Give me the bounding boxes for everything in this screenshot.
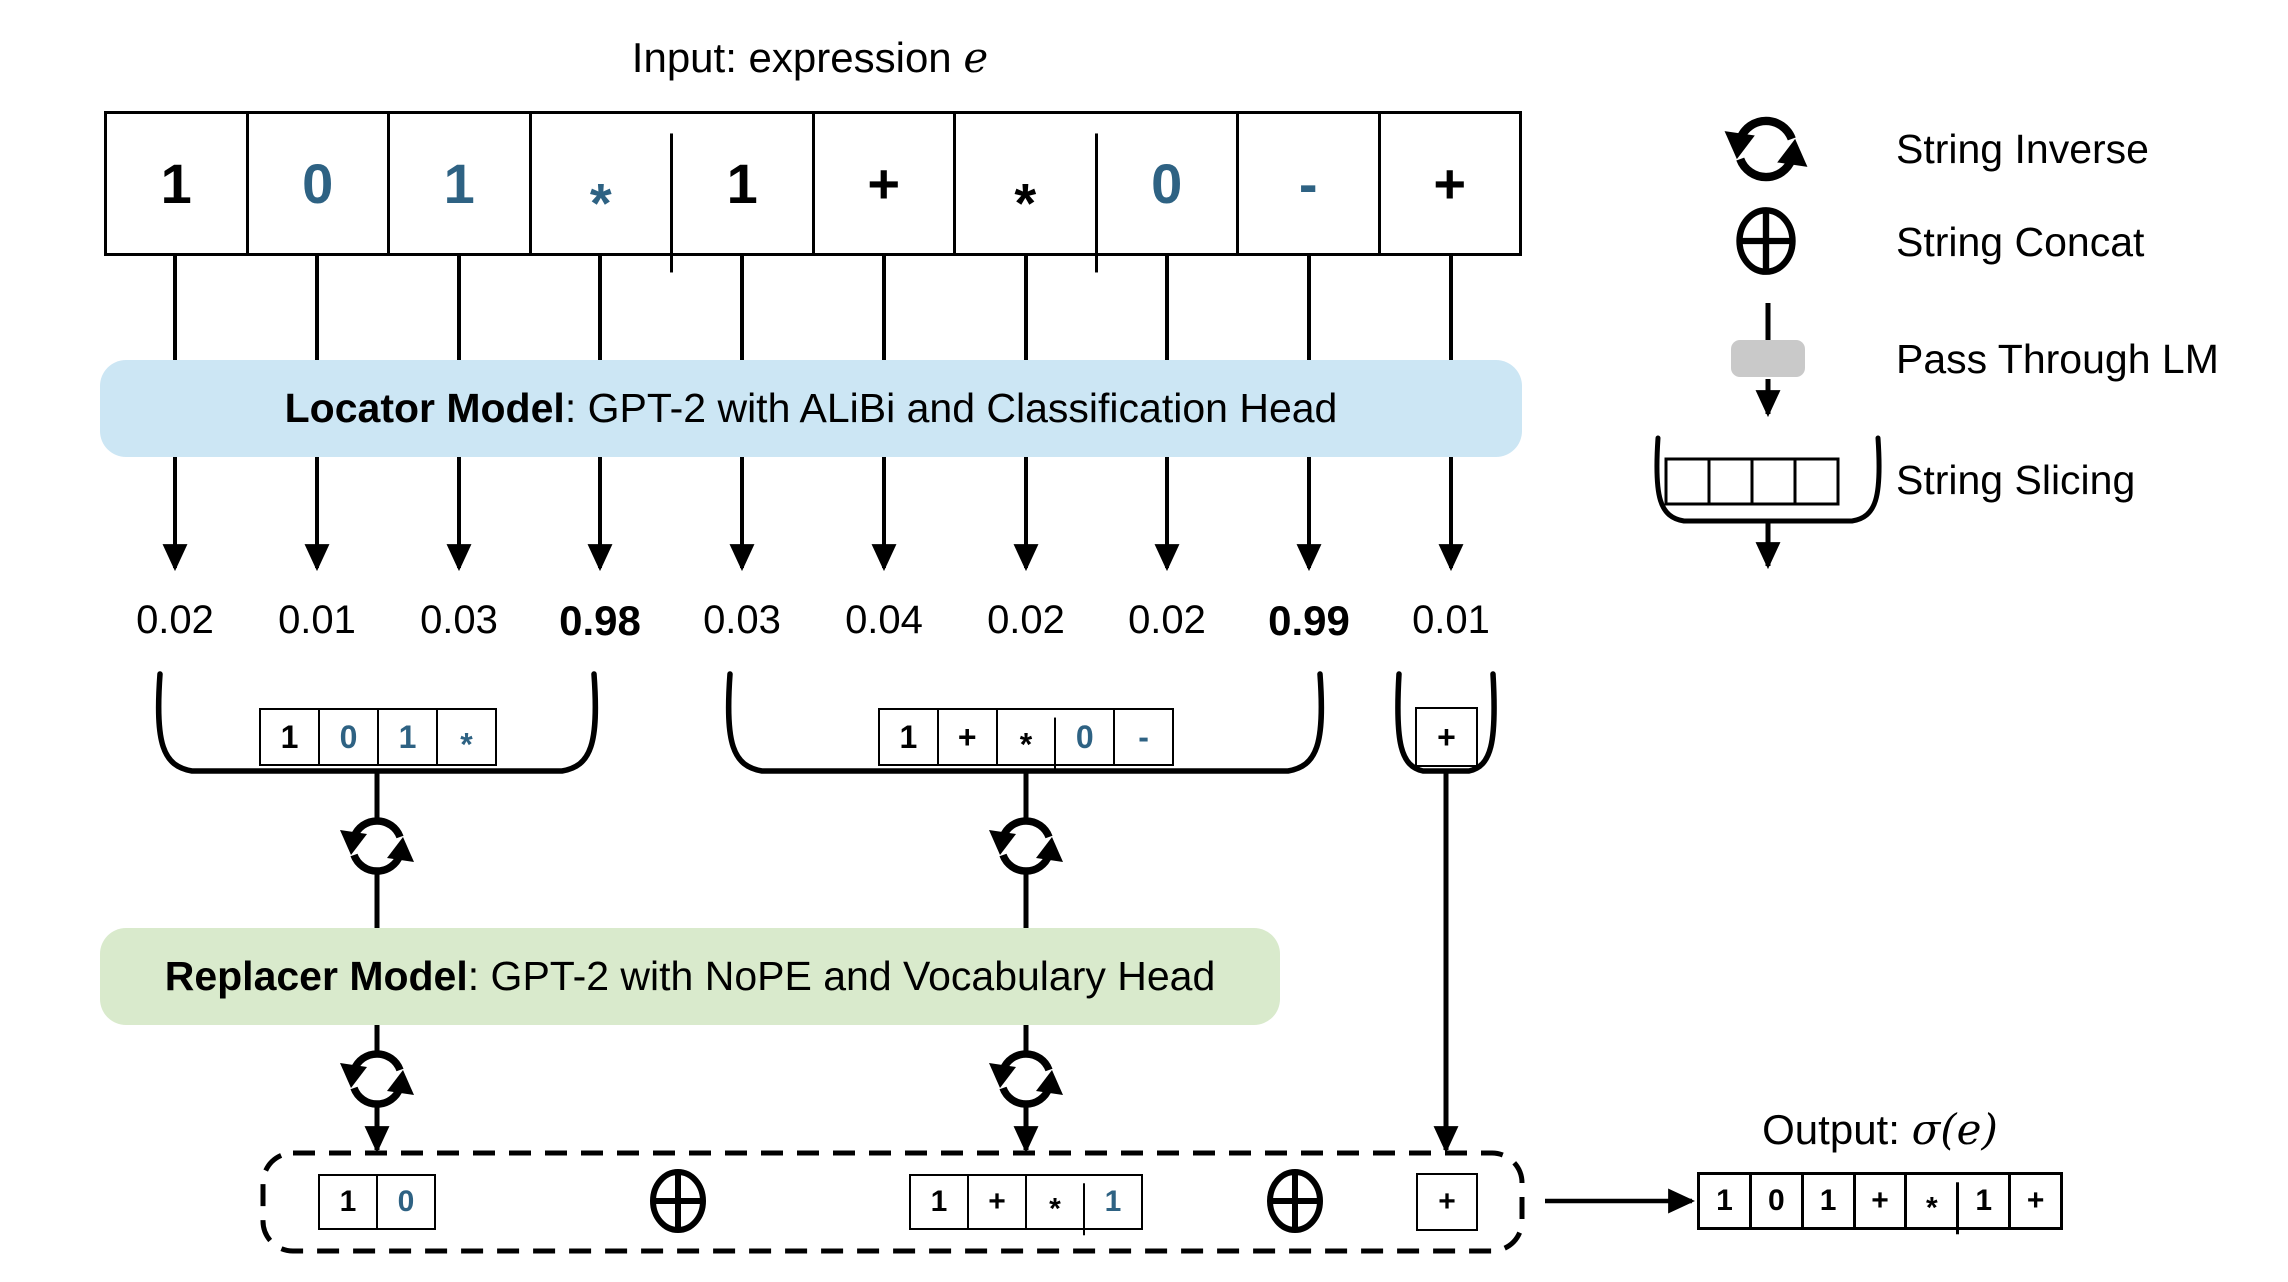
input-token: -: [1239, 114, 1381, 253]
string-concat-icon: [1270, 1172, 1320, 1230]
replacer-model-box: Replacer Model: GPT-2 with NoPE and Voca…: [100, 928, 1280, 1025]
probability-value: 0.01: [278, 598, 356, 642]
probability-value: 0.02: [1128, 598, 1206, 642]
locator-model-desc: : GPT-2 with ALiBi and Classification He…: [564, 385, 1338, 431]
output-token: 1: [1959, 1175, 2012, 1227]
probability-value: 0.02: [987, 598, 1065, 642]
output-token: +: [1856, 1175, 1908, 1227]
locator-model-box: Locator Model: GPT-2 with ALiBi and Clas…: [100, 360, 1522, 457]
slice-token: +: [939, 710, 998, 764]
input-token: +: [1433, 152, 1467, 215]
slice-token: 1: [379, 710, 438, 764]
result-group-1: 1 0: [318, 1174, 436, 1230]
string-inverse-icon: [340, 1054, 414, 1104]
probability-value: 0.04: [845, 598, 923, 642]
legend-label-string-concat: String Concat: [1896, 219, 2145, 265]
slice-1-tokens: 1 0 1 *: [259, 708, 497, 766]
slice-to-replacer-lines: [374, 771, 1459, 1154]
output-token: 0: [1752, 1175, 1804, 1227]
pass-through-lm-icon: [1731, 303, 1805, 418]
result-token: *: [1027, 1183, 1085, 1236]
slice-token: 1: [880, 710, 939, 764]
replacer-model-desc: : GPT-2 with NoPE and Vocabulary Head: [467, 953, 1216, 999]
string-concat-icon: [1740, 210, 1793, 271]
legend-label-string-inverse: String Inverse: [1896, 126, 2149, 172]
locator-model-name: Locator Model: [284, 385, 565, 431]
string-slicing-icon: [1654, 435, 1882, 570]
input-token: 1: [673, 114, 815, 253]
output-token: *: [1907, 1182, 1960, 1235]
replacer-model-name: Replacer Model: [164, 953, 468, 999]
slice-token: 1: [261, 710, 320, 764]
probability-value-highlighted: 0.98: [559, 597, 641, 644]
string-inverse-icon: [989, 821, 1063, 871]
input-token: 0: [1098, 114, 1239, 253]
input-token: 1: [107, 114, 249, 253]
result-group-2: 1 + * 1: [909, 1174, 1143, 1236]
slice-2-tokens: 1 + * 0 -: [878, 708, 1174, 772]
input-token: 0: [249, 114, 390, 253]
result-token: +: [969, 1176, 1027, 1228]
result-token: 1: [320, 1176, 378, 1228]
input-token: 1: [390, 114, 532, 253]
string-inverse-icon: [340, 821, 414, 871]
math-variable-e: e: [963, 33, 989, 82]
slice-token: -: [1138, 718, 1149, 755]
slice-token: +: [1437, 718, 1456, 755]
input-token: *: [532, 133, 673, 273]
output-token: +: [2026, 1184, 2045, 1217]
concat-container-box: [260, 1150, 1525, 1254]
probability-value: 0.03: [703, 598, 781, 642]
replacer-to-result-arrows: [364, 1025, 1039, 1154]
legend-label-pass-through-lm: Pass Through LM: [1896, 336, 2219, 382]
output-label: Output: σ(e): [1762, 1105, 1998, 1154]
slice-token: 0: [1056, 710, 1116, 764]
output-token: 1: [1804, 1175, 1856, 1227]
string-concat-icon: [653, 1172, 703, 1230]
result-token: 0: [397, 1185, 415, 1218]
input-token-row: 1 0 1 * 1 + * 0 - +: [104, 111, 1522, 273]
locator-to-prob-arrows: [162, 457, 1464, 572]
probability-value: 0.02: [136, 598, 214, 642]
slice-token: *: [460, 726, 473, 763]
slice-token: 0: [320, 710, 379, 764]
math-sigma-e: σ(e): [1911, 1105, 1998, 1154]
figure-title: Input: expression e: [631, 33, 989, 82]
input-token: *: [956, 133, 1098, 273]
probability-value-highlighted: 0.99: [1268, 597, 1350, 644]
probability-value: 0.03: [420, 598, 498, 642]
input-token: +: [815, 114, 956, 253]
slice-3-tokens: +: [1415, 707, 1478, 767]
output-token: 1: [1700, 1175, 1752, 1227]
result-token: 1: [1104, 1185, 1122, 1218]
string-inverse-icon: [989, 1054, 1063, 1104]
input-to-locator-lines: [173, 256, 1453, 361]
result-group-3: +: [1416, 1173, 1478, 1231]
result-token: +: [1438, 1185, 1456, 1218]
output-token-row: 1 0 1 + * 1 +: [1697, 1172, 2063, 1235]
legend-label-string-slicing: String Slicing: [1896, 457, 2136, 503]
result-token: 1: [911, 1176, 969, 1228]
string-inverse-icon: [1725, 121, 1808, 177]
slice-token: *: [998, 717, 1057, 772]
probability-value: 0.01: [1412, 598, 1490, 642]
